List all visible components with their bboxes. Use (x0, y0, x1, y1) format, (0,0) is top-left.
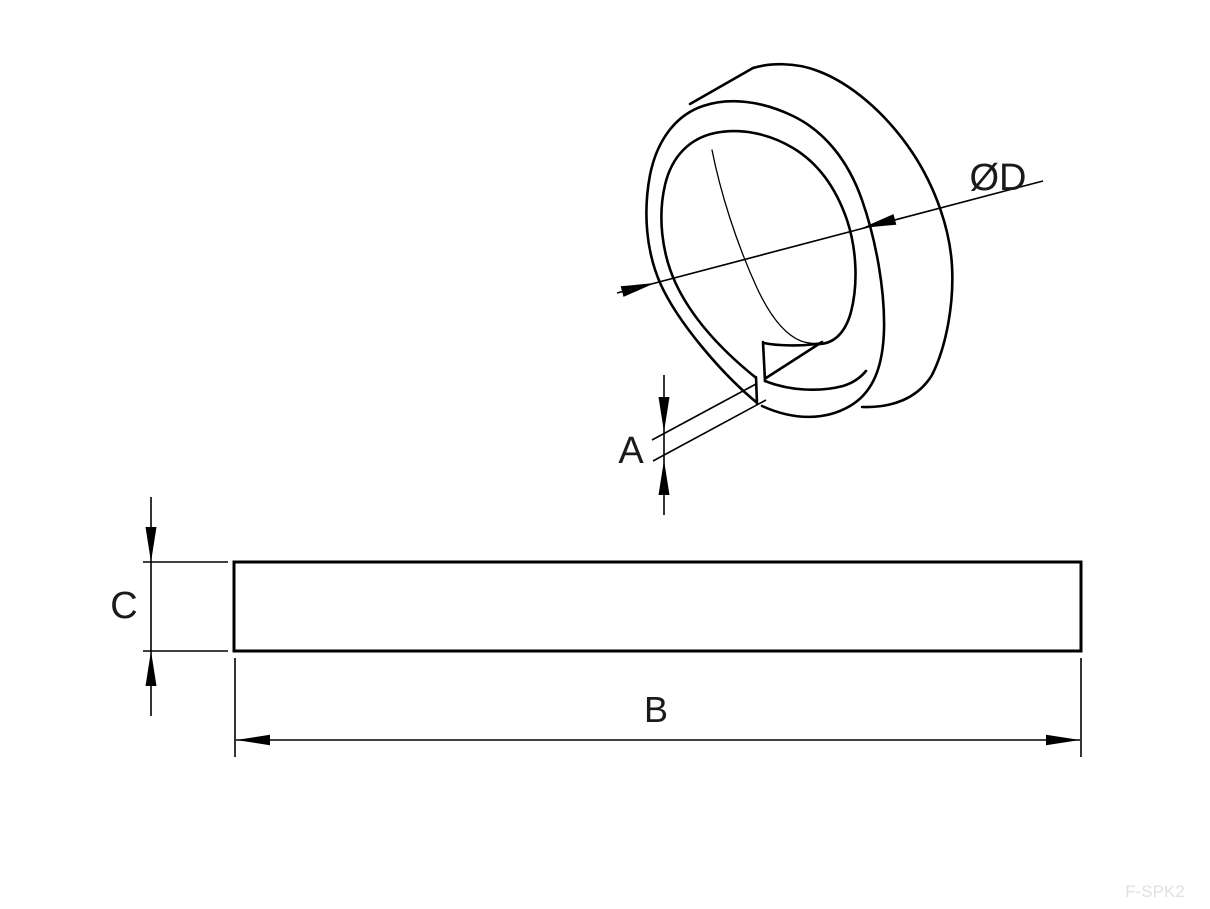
ring-top-tangent-edge (688, 66, 755, 106)
side-view-outline (232, 560, 1083, 653)
ring-back-outer-silhouette (751, 62, 954, 409)
diameter-arrowhead-right (862, 214, 897, 228)
gap-label: A (618, 430, 644, 472)
ring-front-inner-edge (660, 129, 857, 379)
side-view (232, 560, 1083, 653)
gap-arrowhead-up (658, 460, 670, 495)
width-label: B (644, 689, 668, 730)
dimension-gap: A (618, 375, 767, 515)
diameter-label: ØD (970, 157, 1027, 199)
gap-extension-line-upper (651, 383, 757, 441)
ring-front-outer-edge (645, 100, 886, 419)
thickness-arrowhead-down (145, 527, 157, 562)
thickness-label: C (110, 585, 137, 627)
ring-gap-left-edge (754, 375, 759, 406)
width-arrowhead-left (236, 734, 270, 746)
ring-gap-cut-face-edge (764, 340, 824, 380)
thickness-arrowhead-up (145, 651, 157, 686)
dimension-diameter: ØD (616, 157, 1044, 297)
ring-bore-back-edge (711, 149, 823, 345)
dimension-width: B (234, 658, 1082, 757)
watermark-text: F-SPK2 (1125, 882, 1185, 901)
diameter-arrowhead-left (620, 283, 655, 297)
diameter-dimension-line (616, 180, 1044, 294)
width-arrowhead-right (1046, 734, 1080, 746)
isometric-ring-view (645, 62, 954, 419)
gap-arrowhead-down (658, 397, 670, 432)
gap-extension-line-lower (652, 399, 767, 462)
dimension-thickness: C (110, 497, 228, 716)
ring-bore-bottom-edge (763, 369, 868, 391)
ring-gap-right-edge (761, 340, 767, 383)
